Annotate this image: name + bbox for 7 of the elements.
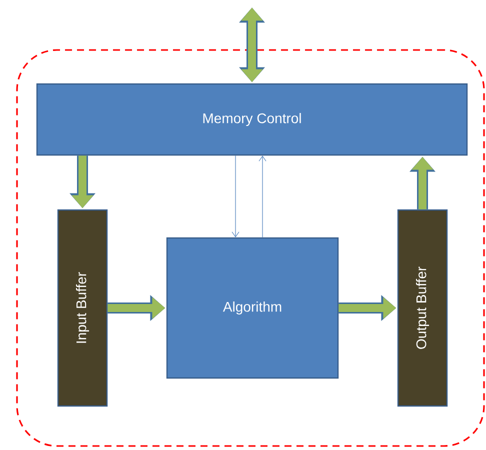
buffer-bar: Input Buffer (57, 209, 108, 407)
dashed-boundary (16, 49, 485, 447)
algorithm-box: Algorithm (166, 237, 339, 379)
buffer-bar: Output Buffer (397, 209, 448, 407)
arrow (258, 156, 266, 238)
control-box: Memory Control (36, 83, 468, 156)
arrow (232, 155, 240, 238)
